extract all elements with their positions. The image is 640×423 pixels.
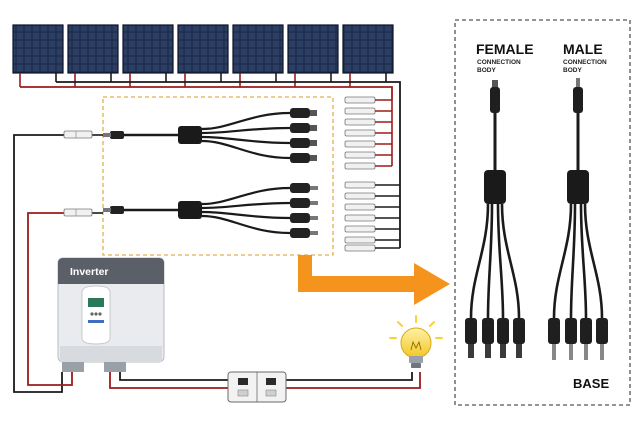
highlight-frame bbox=[102, 96, 334, 256]
mc4-connector-icon bbox=[344, 118, 392, 126]
y-branch-connector-icon bbox=[103, 108, 317, 163]
arrow-orange bbox=[298, 255, 450, 305]
mc4-connector-icon bbox=[344, 107, 392, 115]
mc4-connector-icon bbox=[344, 214, 400, 222]
detail-frame bbox=[454, 19, 631, 406]
solar-panel-icon bbox=[67, 24, 119, 74]
solar-panel-icon bbox=[232, 24, 284, 74]
solar-panel-icon bbox=[177, 24, 229, 74]
mc4-connector-icon bbox=[344, 140, 392, 148]
panel-connector-column-upper bbox=[344, 96, 393, 170]
mc4-connector-icon bbox=[63, 208, 93, 217]
male-sub2: BODY bbox=[563, 67, 582, 74]
male-title: MALE bbox=[563, 41, 603, 57]
light-bulb-icon bbox=[389, 315, 443, 368]
solar-panel-icon bbox=[122, 24, 174, 74]
male-branch-connector-icon bbox=[548, 78, 608, 360]
mc4-connector-icon bbox=[344, 225, 400, 233]
female-sub1: CONNECTION bbox=[477, 59, 521, 66]
female-title: FEMALE bbox=[476, 41, 534, 57]
female-branch-connector-icon bbox=[465, 80, 525, 358]
mc4-connector-icon bbox=[344, 151, 392, 159]
panel-connector-column-lower bbox=[344, 181, 400, 252]
mc4-connector-icon bbox=[344, 236, 400, 244]
mc4-connector-icon bbox=[344, 203, 400, 211]
y-branch-connector-icon bbox=[103, 183, 318, 238]
solar-panel-array bbox=[12, 24, 394, 74]
base-label: BASE bbox=[573, 376, 609, 391]
ac-output-wires bbox=[109, 372, 421, 389]
mc4-connector-icon bbox=[344, 129, 392, 137]
inverter-icon bbox=[57, 257, 165, 372]
solar-panel-icon bbox=[12, 24, 64, 74]
inverter-label: Inverter bbox=[70, 266, 109, 278]
mc4-connector-icon bbox=[344, 162, 392, 170]
solar-panel-icon bbox=[342, 24, 394, 74]
mc4-connector-icon bbox=[63, 130, 93, 139]
mc4-connector-icon bbox=[344, 96, 392, 104]
breaker-switch-icon bbox=[227, 371, 287, 403]
panel-bus-wires bbox=[20, 81, 401, 248]
inverter-dc-wires bbox=[13, 134, 103, 393]
mc4-connector-icon bbox=[344, 244, 400, 252]
mc4-connector-icon bbox=[344, 181, 400, 189]
panel-drop-wires bbox=[19, 73, 387, 87]
solar-panel-icon bbox=[287, 24, 339, 74]
female-sub2: BODY bbox=[477, 67, 496, 74]
mc4-connector-icon bbox=[344, 192, 400, 200]
male-sub1: CONNECTION bbox=[563, 59, 607, 66]
